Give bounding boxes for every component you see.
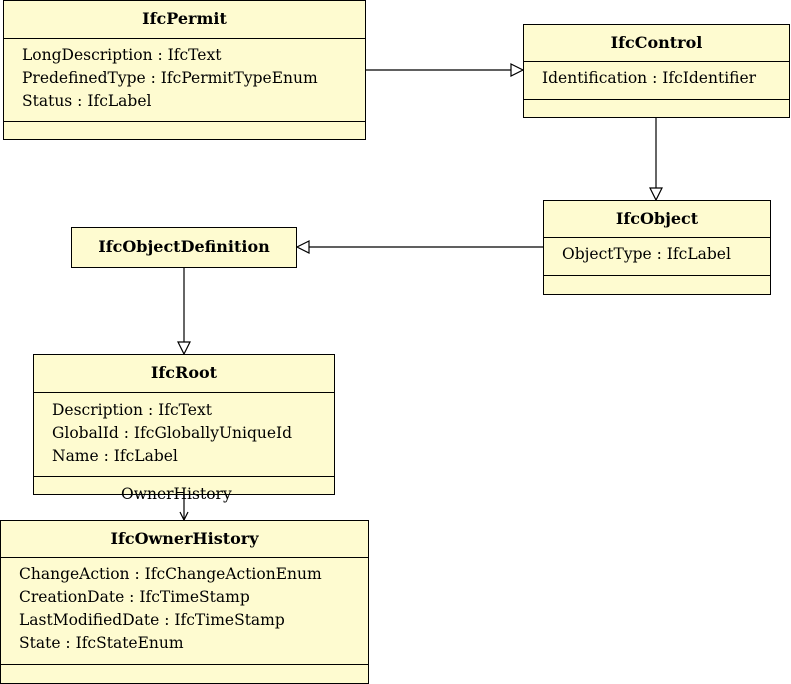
attribute: Status : IfcLabel bbox=[22, 92, 152, 110]
class-ifccontrol[interactable]: IfcControl Identification : IfcIdentifie… bbox=[523, 24, 790, 118]
association-role-label: OwnerHistory bbox=[121, 485, 232, 503]
attribute: ChangeAction : IfcChangeActionEnum bbox=[19, 565, 322, 583]
class-ifcownerhistory[interactable]: IfcOwnerHistory ChangeAction : IfcChange… bbox=[0, 520, 369, 684]
generalization-control-object bbox=[649, 117, 663, 202]
attribute-compartment: Identification : IfcIdentifier bbox=[524, 62, 789, 100]
class-name: IfcOwnerHistory bbox=[1, 521, 368, 558]
class-ifcroot[interactable]: IfcRoot Description : IfcText GlobalId :… bbox=[33, 354, 335, 495]
operation-compartment bbox=[4, 122, 365, 139]
class-name: IfcRoot bbox=[34, 355, 334, 393]
class-name: IfcObject bbox=[544, 201, 770, 238]
attribute-compartment: ChangeAction : IfcChangeActionEnum Creat… bbox=[1, 558, 368, 665]
attribute: Identification : IfcIdentifier bbox=[542, 69, 757, 87]
attribute-compartment: ObjectType : IfcLabel bbox=[544, 238, 770, 276]
class-ifcpermit[interactable]: IfcPermit LongDescription : IfcText Pred… bbox=[3, 0, 366, 140]
class-name: IfcControl bbox=[524, 25, 789, 62]
attribute: PredefinedType : IfcPermitTypeEnum bbox=[22, 69, 318, 87]
attribute: ObjectType : IfcLabel bbox=[562, 245, 731, 263]
class-name: IfcObjectDefinition bbox=[98, 237, 270, 256]
operation-compartment bbox=[524, 100, 789, 117]
operation-compartment bbox=[1, 665, 368, 683]
attribute: CreationDate : IfcTimeStamp bbox=[19, 588, 250, 606]
class-ifcobjectdefinition[interactable]: IfcObjectDefinition bbox=[71, 227, 297, 268]
class-name: IfcPermit bbox=[4, 1, 365, 39]
attribute-compartment: LongDescription : IfcText PredefinedType… bbox=[4, 39, 365, 122]
generalization-permit-control bbox=[366, 63, 525, 77]
attribute: State : IfcStateEnum bbox=[19, 634, 184, 652]
attribute-compartment: Description : IfcText GlobalId : IfcGlob… bbox=[34, 393, 334, 477]
operation-compartment bbox=[544, 276, 770, 294]
generalization-objectdefinition-root bbox=[177, 268, 191, 356]
attribute: LongDescription : IfcText bbox=[22, 46, 222, 64]
attribute: GlobalId : IfcGloballyUniqueId bbox=[52, 424, 293, 442]
generalization-object-objectdefinition bbox=[295, 240, 543, 254]
attribute: LastModifiedDate : IfcTimeStamp bbox=[19, 611, 285, 629]
attribute: Description : IfcText bbox=[52, 401, 212, 419]
attribute: Name : IfcLabel bbox=[52, 447, 178, 465]
class-ifcobject[interactable]: IfcObject ObjectType : IfcLabel bbox=[543, 200, 771, 295]
